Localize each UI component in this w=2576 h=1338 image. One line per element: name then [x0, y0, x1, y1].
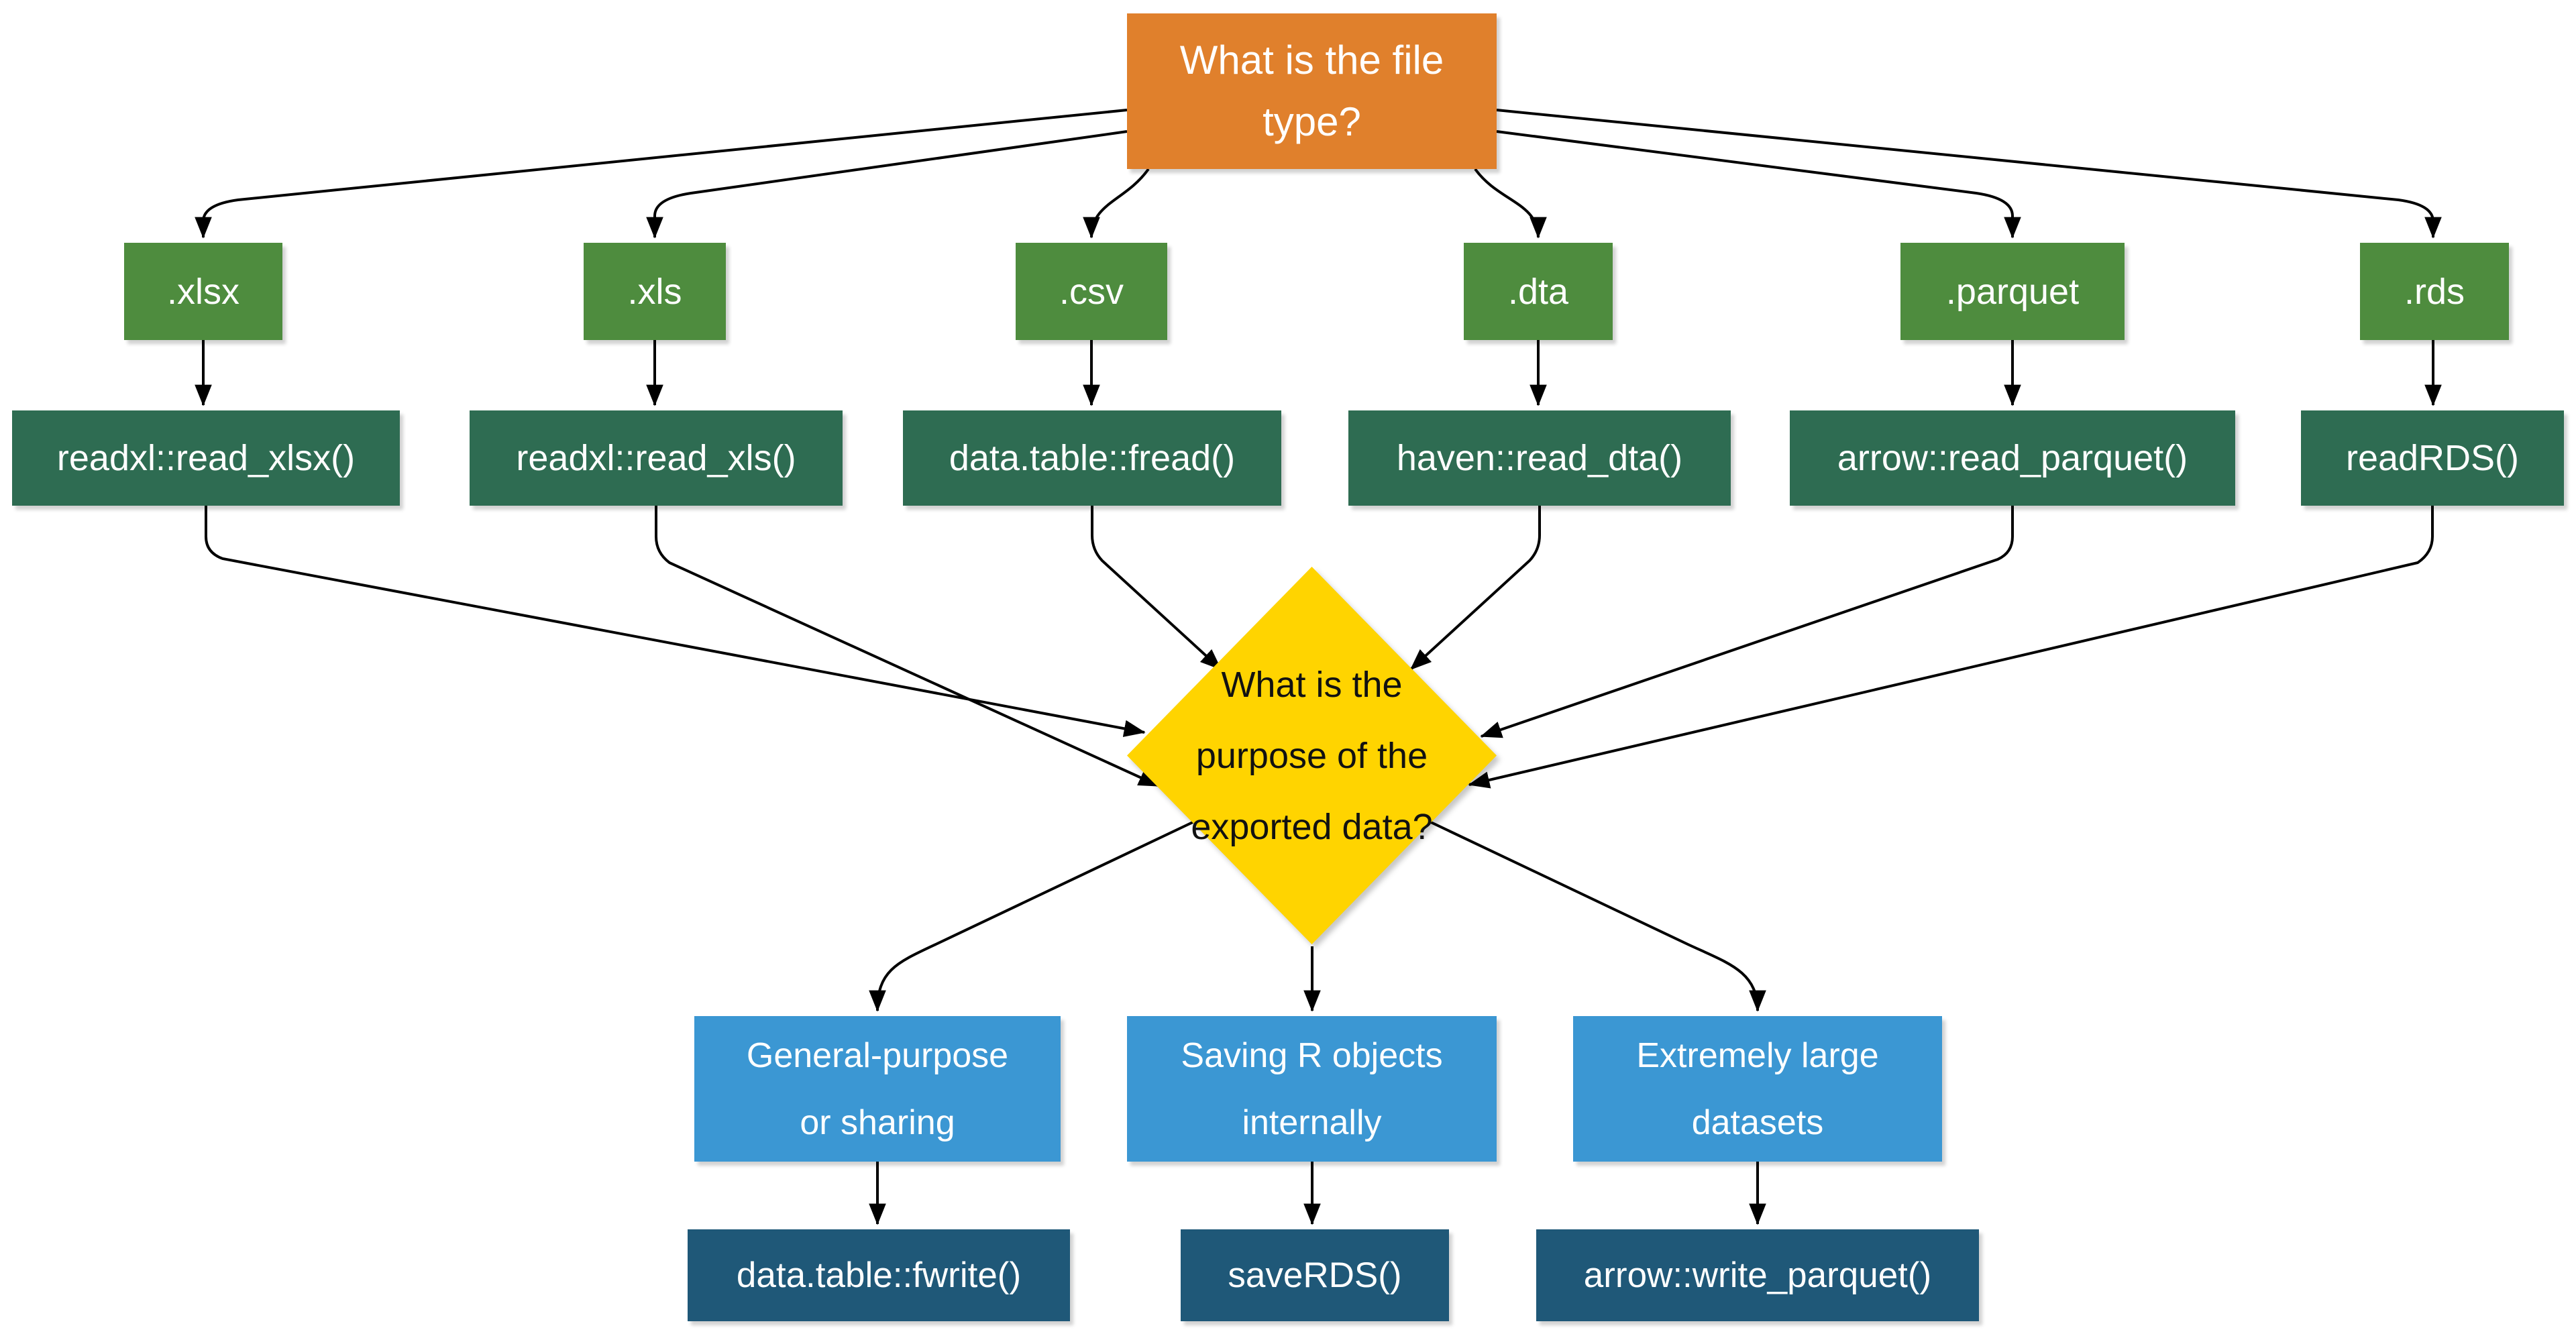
- reader-read-xls-node: readxl::read_xls(): [470, 410, 843, 506]
- file-type-rds-label: .rds: [2404, 271, 2465, 312]
- reader-fread-label: data.table::fread(): [949, 438, 1236, 478]
- edge-read-xlsx-to-decision: [205, 506, 1146, 737]
- edge-read-xls-to-decision: [655, 506, 1161, 787]
- decision-diamond-node: What is the purpose of the exported data…: [1127, 567, 1497, 944]
- file-type-csv-label: .csv: [1059, 271, 1124, 312]
- writer-saverds-label: saveRDS(): [1228, 1256, 1402, 1295]
- edge-read-parquet-to-decision: [1480, 506, 2014, 738]
- edge-root-to-csv: [1083, 168, 1150, 239]
- edge-root-to-rds: [1496, 109, 2442, 239]
- reader-read-xlsx-label: readxl::read_xlsx(): [56, 438, 356, 478]
- reader-read-xls-label: readxl::read_xls(): [516, 438, 796, 478]
- reader-read-parquet-label: arrow::read_parquet(): [1837, 438, 2188, 478]
- root-question-label: What is the file type?: [1179, 38, 1444, 144]
- edge-read-dta-to-decision: [1409, 506, 1541, 671]
- file-type-xlsx-label: .xlsx: [167, 271, 239, 312]
- edge-decision-to-large: [1430, 821, 1766, 1012]
- edge-root-to-parquet: [1496, 130, 2021, 239]
- purpose-general-label: General-purpose or sharing: [746, 1036, 1009, 1142]
- reader-readrds-label: readRDS(): [2345, 438, 2520, 478]
- writer-fwrite-node: data.table::fwrite(): [688, 1229, 1070, 1321]
- file-type-xls-node: .xls: [584, 243, 726, 340]
- file-type-parquet-label: .parquet: [1945, 271, 2080, 312]
- reader-read-dta-label: haven::read_dta(): [1396, 438, 1683, 478]
- purpose-general-node: General-purpose or sharing: [694, 1016, 1061, 1162]
- decision-diamond-label: What is the purpose of the exported data…: [1191, 664, 1433, 847]
- purpose-internal-node: Saving R objects internally: [1127, 1016, 1497, 1162]
- purpose-internal-label: Saving R objects internally: [1181, 1036, 1443, 1142]
- reader-read-parquet-node: arrow::read_parquet(): [1790, 410, 2235, 506]
- writer-write-parquet-node: arrow::write_parquet(): [1536, 1229, 1979, 1321]
- file-type-csv-node: .csv: [1016, 243, 1167, 340]
- reader-readrds-node: readRDS(): [2301, 410, 2564, 506]
- edge-root-to-xls: [646, 130, 1128, 239]
- edge-root-to-dta: [1474, 168, 1547, 239]
- file-type-xls-label: .xls: [627, 271, 682, 312]
- file-type-rds-node: .rds: [2360, 243, 2509, 340]
- file-type-dta-label: .dta: [1507, 271, 1569, 312]
- writer-saverds-node: saveRDS(): [1181, 1229, 1449, 1321]
- file-type-parquet-node: .parquet: [1900, 243, 2125, 340]
- edge-fread-to-decision: [1091, 506, 1222, 671]
- file-type-xlsx-node: .xlsx: [124, 243, 282, 340]
- writer-fwrite-label: data.table::fwrite(): [736, 1256, 1022, 1295]
- purpose-large-label: Extremely large datasets: [1636, 1036, 1879, 1142]
- edge-readrds-to-decision: [1468, 506, 2434, 789]
- reader-read-xlsx-node: readxl::read_xlsx(): [12, 410, 400, 506]
- reader-fread-node: data.table::fread(): [903, 410, 1281, 506]
- edge-decision-to-general: [869, 821, 1193, 1012]
- edge-root-to-xlsx: [195, 109, 1128, 239]
- file-type-dta-node: .dta: [1464, 243, 1613, 340]
- writer-write-parquet-label: arrow::write_parquet(): [1583, 1256, 1932, 1295]
- root-question-node: What is the file type?: [1127, 13, 1497, 169]
- reader-read-dta-node: haven::read_dta(): [1348, 410, 1731, 506]
- purpose-large-node: Extremely large datasets: [1573, 1016, 1942, 1162]
